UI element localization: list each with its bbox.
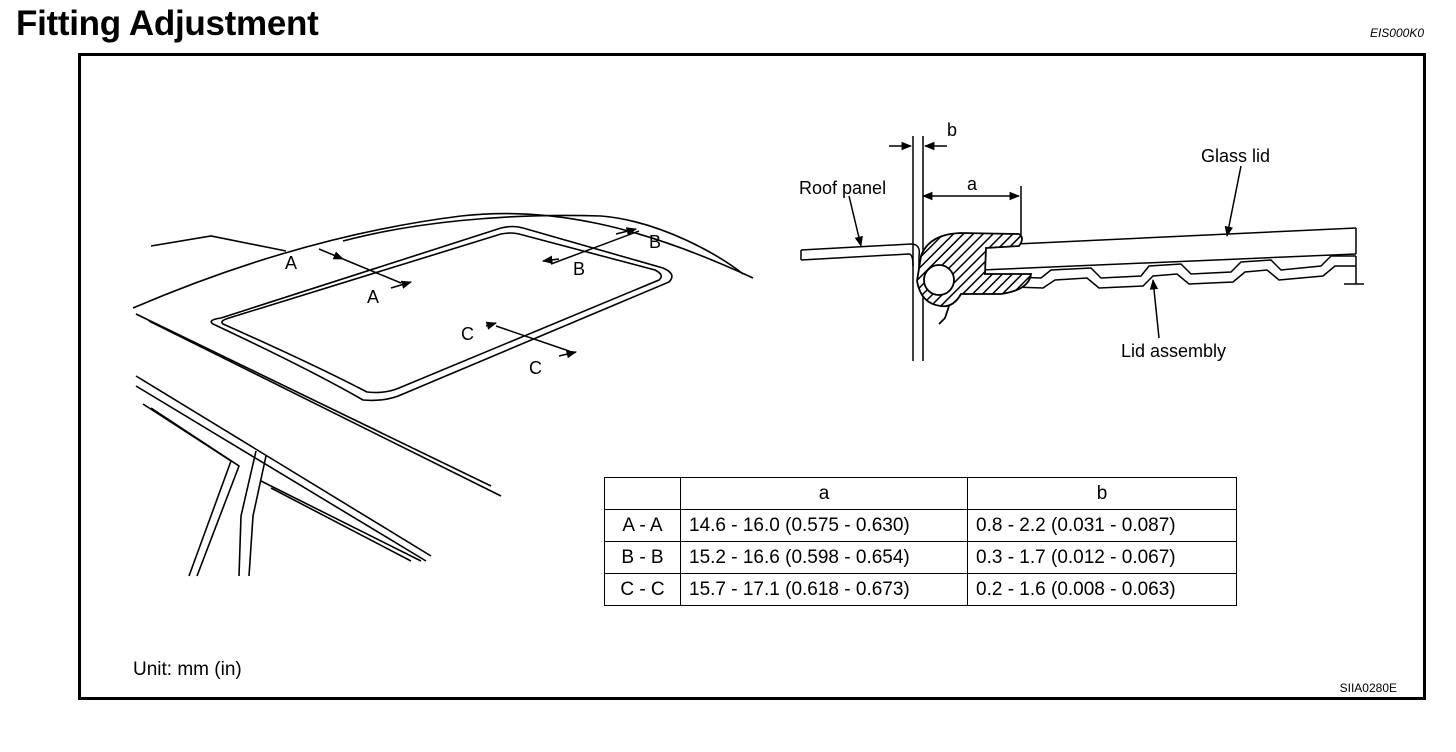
table-cell-b: 0.2 - 1.6 (0.008 - 0.063) xyxy=(967,573,1237,606)
section-cuts xyxy=(318,227,640,359)
dimension-a-label: a xyxy=(967,174,978,194)
table-header-b: b xyxy=(967,477,1237,510)
figure-id: SIIA0280E xyxy=(1339,681,1397,695)
detail-labels: b a Roof panel Glass lid Lid assembly xyxy=(799,120,1270,361)
section-label-c1: C xyxy=(461,324,474,344)
glass-lid-label: Glass lid xyxy=(1201,146,1270,166)
fitting-spec-table: a b A - A 14.6 - 16.0 (0.575 - 0.630) 0.… xyxy=(604,477,1237,606)
table-cell-a: 14.6 - 16.0 (0.575 - 0.630) xyxy=(680,509,968,542)
table-cell-b: 0.8 - 2.2 (0.031 - 0.087) xyxy=(967,509,1237,542)
table-row: C - C 15.7 - 17.1 (0.618 - 0.673) 0.2 - … xyxy=(604,573,1237,606)
document-id: EIS000K0 xyxy=(1369,26,1424,40)
table-cell-b: 0.3 - 1.7 (0.012 - 0.067) xyxy=(967,541,1237,574)
section-label-a2: A xyxy=(367,287,379,307)
unit-note: Unit: mm (in) xyxy=(133,659,242,680)
dimension-b-label: b xyxy=(947,120,957,140)
section-labels: A A B B C C xyxy=(285,232,661,378)
section-label-b1: B xyxy=(649,232,661,252)
cross-section-detail xyxy=(800,136,1364,361)
table-cell-section: A - A xyxy=(604,509,681,542)
table-row: B - B 15.2 - 16.6 (0.598 - 0.654) 0.3 - … xyxy=(604,541,1237,574)
figure-frame: A A B B C C xyxy=(78,53,1426,700)
table-cell-a: 15.7 - 17.1 (0.618 - 0.673) xyxy=(680,573,968,606)
lid-assembly-label: Lid assembly xyxy=(1121,341,1226,361)
table-header-a: a xyxy=(680,477,968,510)
weatherstrip-seal xyxy=(916,232,1033,325)
roof-perspective xyxy=(132,212,754,577)
roof-panel-label: Roof panel xyxy=(799,178,886,198)
section-label-a1: A xyxy=(285,253,297,273)
fitting-diagram: A A B B C C xyxy=(132,120,1364,577)
table-cell-section: B - B xyxy=(604,541,681,574)
table-cell-a: 15.2 - 16.6 (0.598 - 0.654) xyxy=(680,541,968,574)
table-header-section xyxy=(604,477,681,510)
section-label-b2: B xyxy=(573,259,585,279)
section-label-c2: C xyxy=(529,358,542,378)
table-row: A - A 14.6 - 16.0 (0.575 - 0.630) 0.8 - … xyxy=(604,509,1237,542)
table-header-row: a b xyxy=(604,477,1237,510)
page-title: Fitting Adjustment xyxy=(16,4,319,43)
table-cell-section: C - C xyxy=(604,573,681,606)
